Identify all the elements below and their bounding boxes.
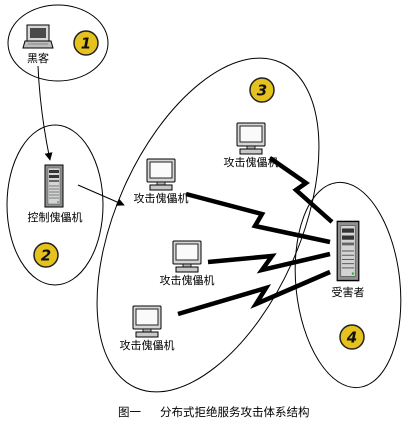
victim-group-outline xyxy=(294,181,402,389)
attack-bolt-3 xyxy=(207,251,331,274)
monitor-icon xyxy=(132,305,162,338)
attack-bolt-4 xyxy=(177,269,331,317)
figure-number: 图一 xyxy=(118,405,141,419)
attack-bolt-2 xyxy=(268,156,334,224)
hacker-group-outline xyxy=(7,4,109,82)
agent-1-label: 攻击傀儡机 xyxy=(134,191,189,205)
server-icon xyxy=(336,220,360,282)
master-group-outline xyxy=(6,124,104,286)
badge-3-circle xyxy=(249,77,275,103)
hacker-label: 黑客 xyxy=(27,51,49,65)
attack-bolt-1 xyxy=(185,191,331,245)
victim-label: 受害者 xyxy=(332,285,365,299)
badge-3: 3 xyxy=(249,77,275,103)
monitor-icon xyxy=(236,122,266,155)
laptop-icon xyxy=(22,24,54,49)
master-label: 控制傀儡机 xyxy=(28,210,83,224)
badge-1-number: 1 xyxy=(81,35,91,53)
monitor-icon xyxy=(146,158,176,191)
badge-1: 1 xyxy=(73,30,99,56)
badge-2-number: 2 xyxy=(41,247,51,265)
badge-4: 4 xyxy=(339,324,365,350)
agent-4-label: 攻击傀儡机 xyxy=(120,338,175,352)
hacker-to-master-arrow xyxy=(37,65,53,161)
badge-4-number: 4 xyxy=(346,329,357,347)
badge-1-circle xyxy=(73,30,99,56)
figure-title: 分布式拒绝服务攻击体系结构 xyxy=(160,405,310,419)
agent-2-label: 攻击傀儡机 xyxy=(224,155,279,169)
badge-2-circle xyxy=(33,242,59,268)
badge-4-circle xyxy=(339,324,365,350)
agents-group-outline xyxy=(96,57,320,393)
monitor-icon xyxy=(172,240,202,273)
badge-2: 2 xyxy=(33,242,59,268)
badge-3-number: 3 xyxy=(257,82,267,100)
server-icon xyxy=(44,164,64,208)
agent-3-label: 攻击傀儡机 xyxy=(160,273,215,287)
master-to-agents-arrow xyxy=(77,184,125,206)
